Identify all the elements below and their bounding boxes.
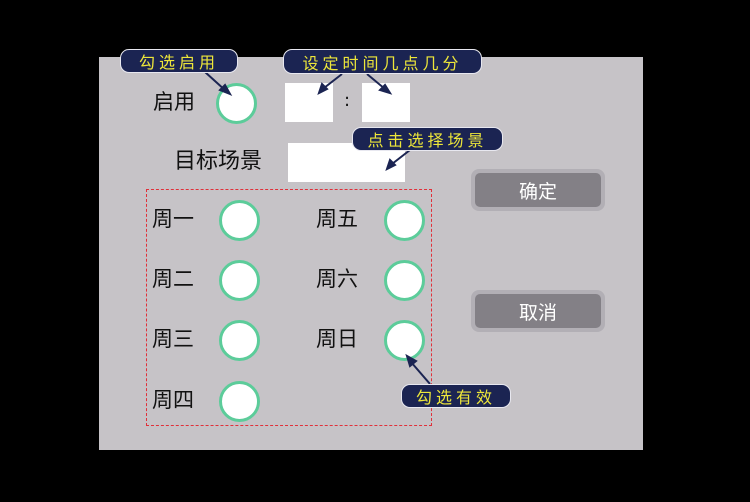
tip-scene: 点击选择场景 (352, 127, 503, 151)
day-label-sun: 周日 (316, 327, 358, 351)
confirm-button-label: 确定 (475, 173, 601, 207)
time-separator: : (344, 90, 351, 111)
day-checkbox-sat[interactable] (384, 260, 425, 301)
day-label-sat: 周六 (316, 267, 358, 291)
day-checkbox-tue[interactable] (219, 260, 260, 301)
cancel-button[interactable]: 取消 (471, 290, 605, 332)
day-checkbox-thu[interactable] (219, 381, 260, 422)
day-checkbox-sun[interactable] (384, 320, 425, 361)
tip-enable: 勾选启用 (120, 49, 238, 73)
enable-label: 启用 (153, 90, 195, 114)
day-label-mon: 周一 (152, 207, 194, 231)
scene-input[interactable] (288, 143, 405, 182)
day-label-thu: 周四 (152, 388, 194, 412)
day-checkbox-mon[interactable] (219, 200, 260, 241)
day-label-tue: 周二 (152, 267, 194, 291)
day-checkbox-wed[interactable] (219, 320, 260, 361)
tip-time: 设定时间几点几分 (283, 49, 482, 74)
confirm-button[interactable]: 确定 (471, 169, 605, 211)
tip-days: 勾选有效 (401, 384, 511, 408)
day-label-wed: 周三 (152, 327, 194, 351)
day-checkbox-fri[interactable] (384, 200, 425, 241)
dialog-panel (99, 57, 643, 450)
day-label-fri: 周五 (316, 207, 358, 231)
cancel-button-label: 取消 (475, 294, 601, 328)
scene-label: 目标场景 (174, 149, 263, 174)
weekday-group (146, 189, 432, 426)
